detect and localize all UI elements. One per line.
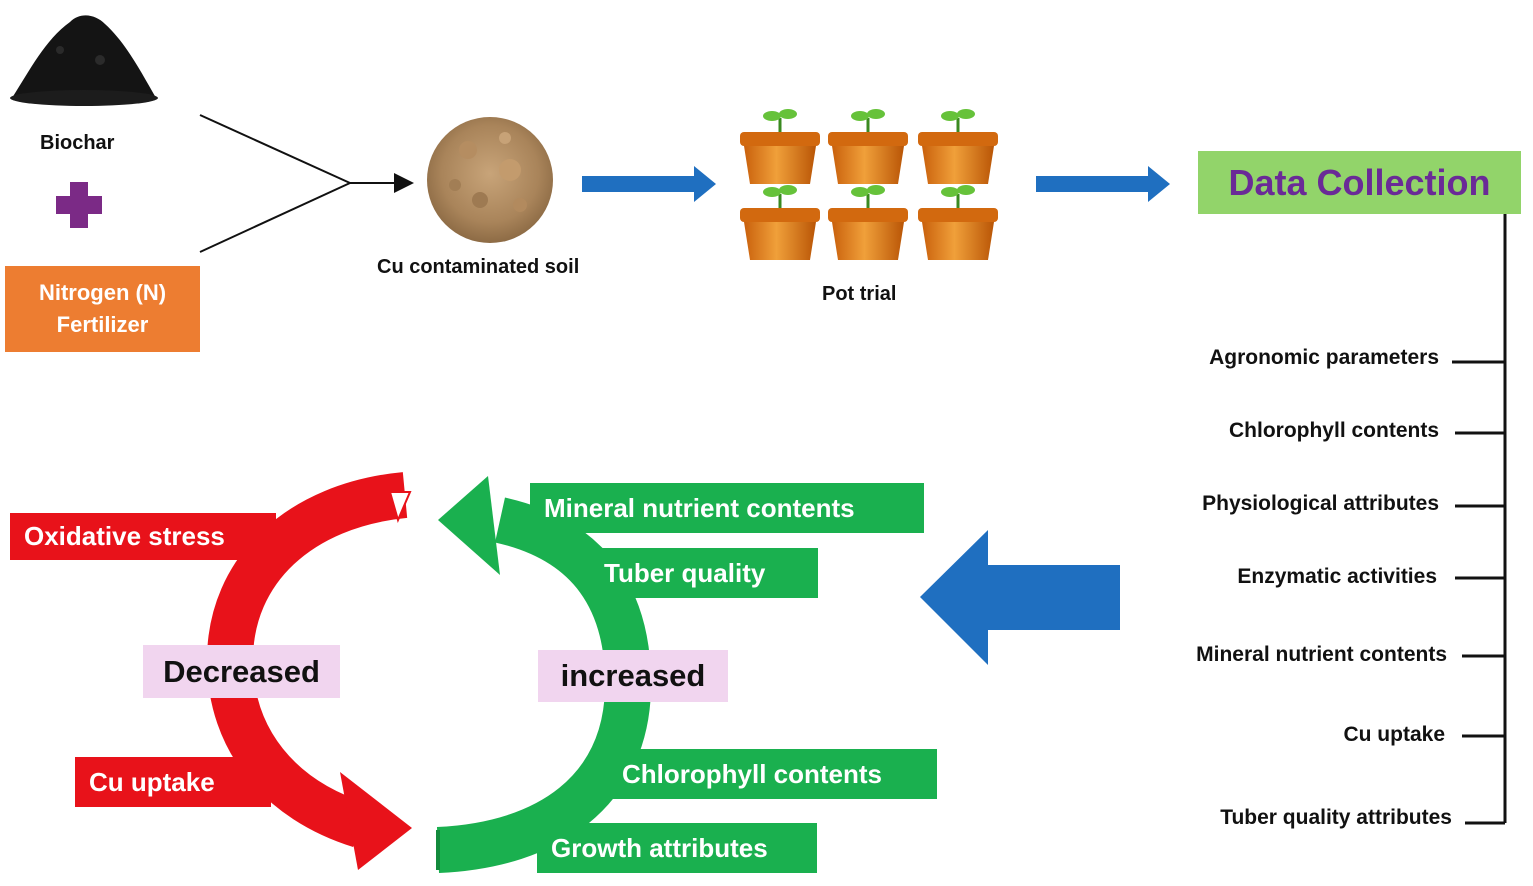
pot-trial-icon [740, 109, 998, 260]
dc-item-enzymatic: Enzymatic activities [1237, 565, 1437, 588]
increase-item-growth: Growth attributes [537, 823, 817, 873]
nitrogen-fertilizer-box: Nitrogen (N) Fertilizer [5, 266, 200, 352]
dc-item-cu-uptake: Cu uptake [1343, 723, 1445, 746]
increase-item-mineral-nutrient: Mineral nutrient contents [530, 483, 924, 533]
biochar-pile-icon [10, 15, 158, 106]
increased-label: increased [538, 650, 728, 702]
arrow-results-icon [920, 530, 1120, 665]
decrease-item-oxidative-stress: Oxidative stress [10, 513, 276, 560]
data-collection-title: Data Collection [1198, 151, 1521, 214]
decreased-label: Decreased [143, 645, 340, 698]
data-collection-bracket [1452, 214, 1507, 825]
dc-item-mineral: Mineral nutrient contents [1196, 643, 1447, 666]
decrease-item-cu-uptake: Cu uptake [75, 757, 271, 807]
arrow-soil-to-pots-icon [582, 166, 716, 202]
arrow-pots-to-data-icon [1036, 166, 1170, 202]
pot-trial-label: Pot trial [822, 283, 897, 305]
plus-icon [56, 182, 102, 228]
dc-item-tuber-quality: Tuber quality attributes [1220, 806, 1452, 829]
dc-item-agronomic: Agronomic parameters [1209, 346, 1439, 369]
increase-item-chlorophyll: Chlorophyll contents [608, 749, 937, 799]
soil-label: Cu contaminated soil [377, 256, 580, 278]
increase-item-tuber-quality: Tuber quality [590, 548, 818, 598]
dc-item-chlorophyll: Chlorophyll contents [1229, 419, 1439, 442]
merge-connector [199, 114, 414, 253]
soil-icon [427, 117, 553, 243]
dc-item-physiological: Physiological attributes [1202, 492, 1439, 515]
biochar-label: Biochar [40, 132, 115, 154]
